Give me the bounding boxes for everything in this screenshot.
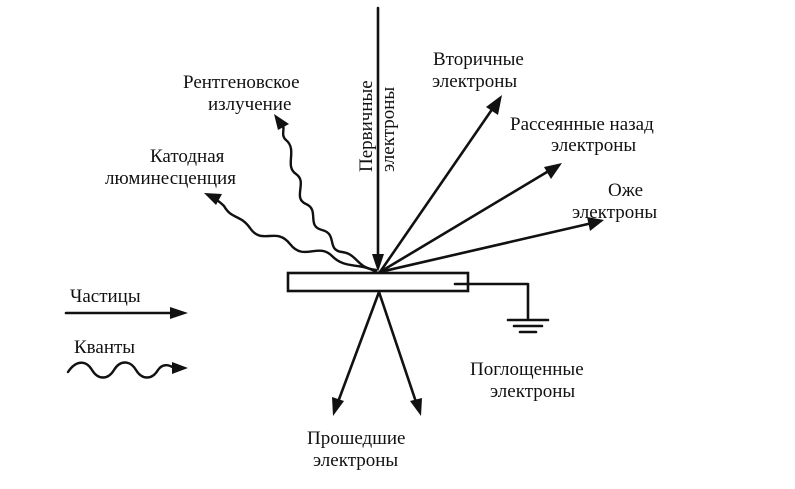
primary-electrons-arrow bbox=[372, 6, 384, 272]
primary-label-line2: электроны bbox=[378, 87, 399, 172]
backscattered-electrons-arrow bbox=[378, 163, 562, 274]
legend-particles-label: Частицы bbox=[70, 286, 141, 307]
backscattered-label-line2: электроны bbox=[551, 135, 636, 156]
cathodo-label-line2: люминесценция bbox=[105, 168, 236, 189]
primary-electrons-label: Первичные электроны bbox=[356, 80, 399, 172]
absorbed-label-line2: электроны bbox=[490, 381, 575, 402]
secondary-electrons-arrow bbox=[378, 95, 502, 274]
transmitted-label-line1: Прошедшие bbox=[307, 428, 405, 449]
primary-label-line1: Первичные bbox=[356, 80, 377, 172]
sample-plate bbox=[286, 271, 470, 293]
auger-label-line1: Оже bbox=[608, 180, 643, 201]
legend-quanta-wavy-arrow bbox=[66, 361, 188, 379]
xray-label-line2: излучение bbox=[208, 94, 291, 115]
auger-electrons-arrow bbox=[378, 217, 604, 274]
backscattered-label-line1: Рассеянные назад bbox=[510, 114, 654, 135]
legend-particles-arrow bbox=[64, 307, 188, 319]
transmitted-label-line2: электроны bbox=[313, 450, 398, 471]
secondary-label-line1: Вторичные bbox=[433, 49, 524, 70]
cathodo-label-line1: Катодная bbox=[150, 146, 225, 167]
legend-quanta-label: Кванты bbox=[74, 337, 135, 358]
absorbed-label-line1: Поглощенные bbox=[470, 359, 584, 380]
xray-label-line1: Рентгеновское bbox=[183, 72, 300, 93]
ground-symbol bbox=[453, 282, 550, 334]
transmitted-electrons-arrows bbox=[332, 290, 422, 416]
xray-wavy-arrow bbox=[274, 114, 378, 272]
auger-label-line2: электроны bbox=[572, 202, 657, 223]
secondary-label-line2: электроны bbox=[432, 71, 517, 92]
cathodoluminescence-wavy-arrow bbox=[204, 193, 378, 274]
